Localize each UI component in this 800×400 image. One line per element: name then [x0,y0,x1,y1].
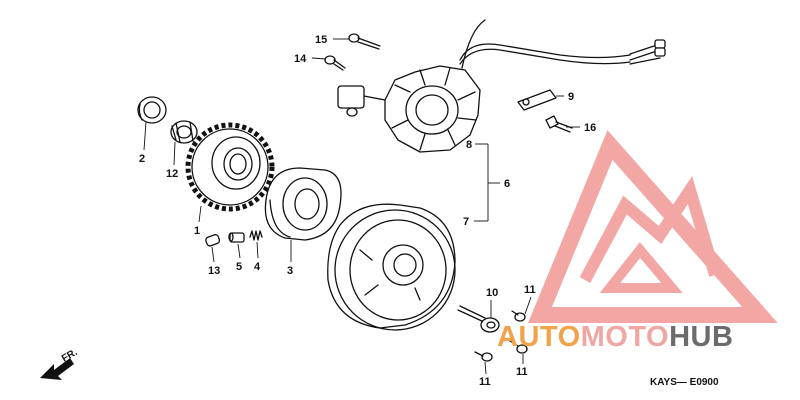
front-label: FR. [60,347,80,365]
drawing-code: KAYS— E0900 [650,377,719,388]
watermark-moto: MOTO [581,321,669,353]
watermark-logo [528,130,778,323]
clamp-part-9 [517,89,557,111]
label-part-6: 6 [504,178,510,190]
label-part-12: 12 [166,168,178,180]
stator-part-8 [384,19,666,153]
label-part-3: 3 [287,265,293,277]
pulser-coil [337,85,386,117]
label-part-8: 8 [466,139,472,151]
socket-bolt-part-11-b [474,351,493,362]
flange-bolt-part-10 [457,305,500,333]
label-part-11-b: 11 [479,376,491,388]
label-part-9: 9 [568,91,574,103]
front-arrow-icon [40,358,74,380]
leader-lines [143,38,580,375]
label-part-14: 14 [294,53,307,65]
watermark-hub: HUB [669,321,733,353]
plunger-part-5 [228,232,245,243]
starter-driven-gear-part-1 [185,122,275,212]
label-part-10: 10 [486,287,498,299]
label-part-7: 7 [463,216,469,228]
clutch-housing-part-3 [264,167,342,241]
bolt-part-16 [545,115,573,133]
seal-part-2 [137,96,167,124]
screw-part-15 [348,33,381,50]
label-part-4: 4 [254,261,261,273]
label-part-13: 13 [208,265,220,277]
label-part-15: 15 [315,34,327,46]
label-part-16: 16 [584,122,596,134]
needle-bearing-part-12 [170,120,198,144]
label-part-11-a: 11 [524,284,536,296]
socket-bolt-part-11-a [511,310,526,322]
screw-part-14 [324,55,346,71]
flywheel-part-7 [327,203,456,331]
roller-part-13 [205,234,221,247]
label-part-2: 2 [139,153,145,165]
label-part-1: 1 [194,225,200,237]
watermark-auto: AUTO [497,321,581,353]
watermark-text: AUTOMOTOHUB [497,321,733,353]
socket-bolt-part-11-c [509,340,528,354]
label-part-5: 5 [236,261,242,273]
spring-part-4 [249,230,263,241]
label-part-11-c: 11 [516,366,528,378]
